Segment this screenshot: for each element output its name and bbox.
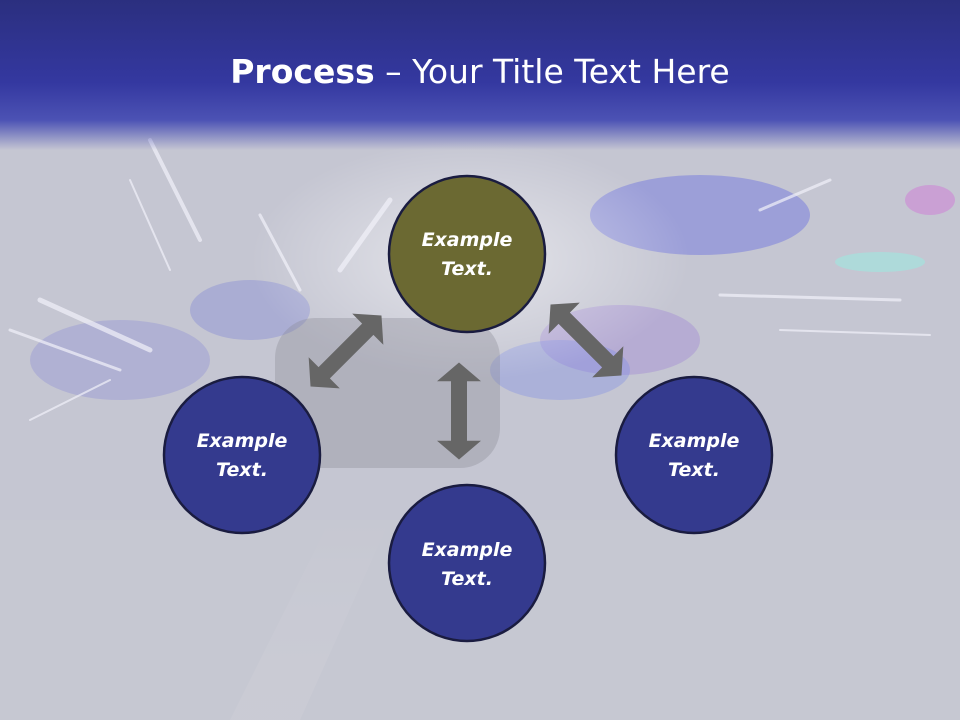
arrow-top-left xyxy=(294,299,398,403)
node-top-line1: Example xyxy=(422,229,513,251)
arrow-top-right xyxy=(534,288,638,392)
node-top-line2: Text. xyxy=(441,258,493,280)
node-right: Example Text. xyxy=(614,375,774,535)
node-right-line1: Example xyxy=(649,430,740,452)
title-rest: Your Title Text Here xyxy=(412,52,730,91)
node-left-circle xyxy=(162,375,322,535)
title-dash: – xyxy=(374,52,413,91)
node-bottom-line1: Example xyxy=(422,539,513,561)
title-bold: Process xyxy=(230,52,375,91)
node-top-circle xyxy=(387,174,547,334)
node-left-line1: Example xyxy=(197,430,288,452)
node-right-circle xyxy=(614,375,774,535)
arrow-center-vertical xyxy=(437,362,481,460)
node-left: Example Text. xyxy=(162,375,322,535)
node-bottom-circle xyxy=(387,483,547,643)
node-left-line2: Text. xyxy=(216,459,268,481)
title-bar xyxy=(0,0,960,150)
node-bottom: Example Text. xyxy=(387,483,547,643)
node-top: Example Text. xyxy=(387,174,547,334)
slide-title: Process – Your Title Text Here xyxy=(0,52,960,91)
node-right-line2: Text. xyxy=(668,459,720,481)
node-bottom-line2: Text. xyxy=(441,568,493,590)
